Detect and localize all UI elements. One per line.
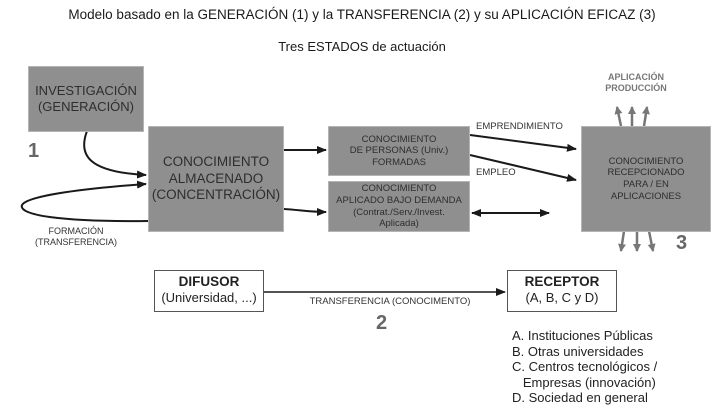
box-text: Aplicada) — [379, 218, 419, 230]
arrow-up-3 — [641, 106, 650, 127]
box-text: (Contrat./Serv./Invest. — [353, 206, 445, 218]
label-aplicacion-produccion: APLICACIÓN PRODUCCIÓN — [596, 72, 676, 95]
box-text: PARA / EN — [623, 179, 669, 190]
box-text: FORMADAS — [372, 156, 426, 168]
arrow-up-1 — [614, 106, 623, 127]
box-investigacion: INVESTIGACIÓN(GENERACIÓN) — [28, 66, 144, 132]
box-text: APLICACIONES — [610, 190, 682, 202]
receptor-subtitle: (A, B, C y D) — [525, 290, 599, 305]
diagram-title: Modelo basado en la GENERACIÓN (1) y la … — [68, 7, 656, 22]
arrow-down-1 — [618, 230, 626, 252]
stage-number-1: 1 — [28, 140, 40, 162]
label-text: PRODUCCIÓN — [605, 83, 667, 94]
box-text: (GENERACIÓN) — [37, 99, 135, 114]
label-empleo: EMPLEO — [476, 167, 516, 178]
difusor-subtitle: (Universidad, ...) — [161, 290, 257, 305]
receptor-list: A. Instituciones Públicas B. Otras unive… — [512, 328, 657, 406]
arrow-down-3 — [647, 230, 656, 252]
box-text: (CONCENTRACIÓN) — [151, 187, 281, 203]
arrow-empleo — [469, 154, 577, 182]
stage-number-2: 2 — [376, 312, 388, 334]
receptor-list-item: A. Instituciones Públicas — [512, 328, 653, 343]
label-formacion: FORMACIÓN (TRANSFERENCIA) — [26, 226, 126, 249]
box-text: CONOCIMIENTO — [162, 154, 270, 170]
difusor-title: DIFUSOR — [178, 274, 240, 289]
arrow-investigacion-almacenado — [83, 130, 147, 179]
label-transferencia: TRANSFERENCIA (CONOCIMENTO) — [309, 296, 471, 307]
arrow-emprendimiento — [469, 134, 577, 152]
receptor-list-item: Empresas (innovación) — [512, 374, 656, 390]
arrow-formacion-loop — [20, 180, 150, 223]
box-text: RECEPCIONADO — [607, 167, 685, 179]
box-receptor: RECEPTOR (A, B, C y D) — [507, 270, 617, 312]
receptor-list-item: C. Centros tecnológicos / — [512, 359, 658, 374]
stage-number-3: 3 — [676, 232, 688, 254]
label-text: (TRANSFERENCIA) — [34, 237, 117, 248]
label-text: APLICACIÓN — [608, 72, 664, 82]
receptor-list-item: D. Sociedad en general — [512, 390, 648, 405]
diagram-subtitle: Tres ESTADOS de actuación — [278, 39, 446, 54]
arrow-to-aplicado — [283, 207, 327, 216]
box-text: CONOCIMIENTO — [361, 183, 437, 195]
box-text: CONOCIMIENTO — [361, 133, 437, 145]
receptor-list-item: B. Otras universidades — [512, 343, 644, 359]
label-text: FORMACIÓN — [48, 226, 104, 236]
label-emprendimiento: EMPRENDIMIENTO — [476, 121, 563, 132]
box-text: INVESTIGACIÓN — [35, 83, 137, 99]
box-text: DE PERSONAS (Univ.) — [349, 145, 449, 157]
box-difusor: DIFUSOR (Universidad, ...) — [154, 270, 264, 312]
box-text: APLICADO BAJO DEMANDA — [336, 194, 462, 206]
box-text: CONOCIMIENTO — [608, 155, 684, 167]
receptor-title: RECEPTOR — [524, 274, 600, 289]
box-text: ALMACENADO — [168, 170, 264, 186]
